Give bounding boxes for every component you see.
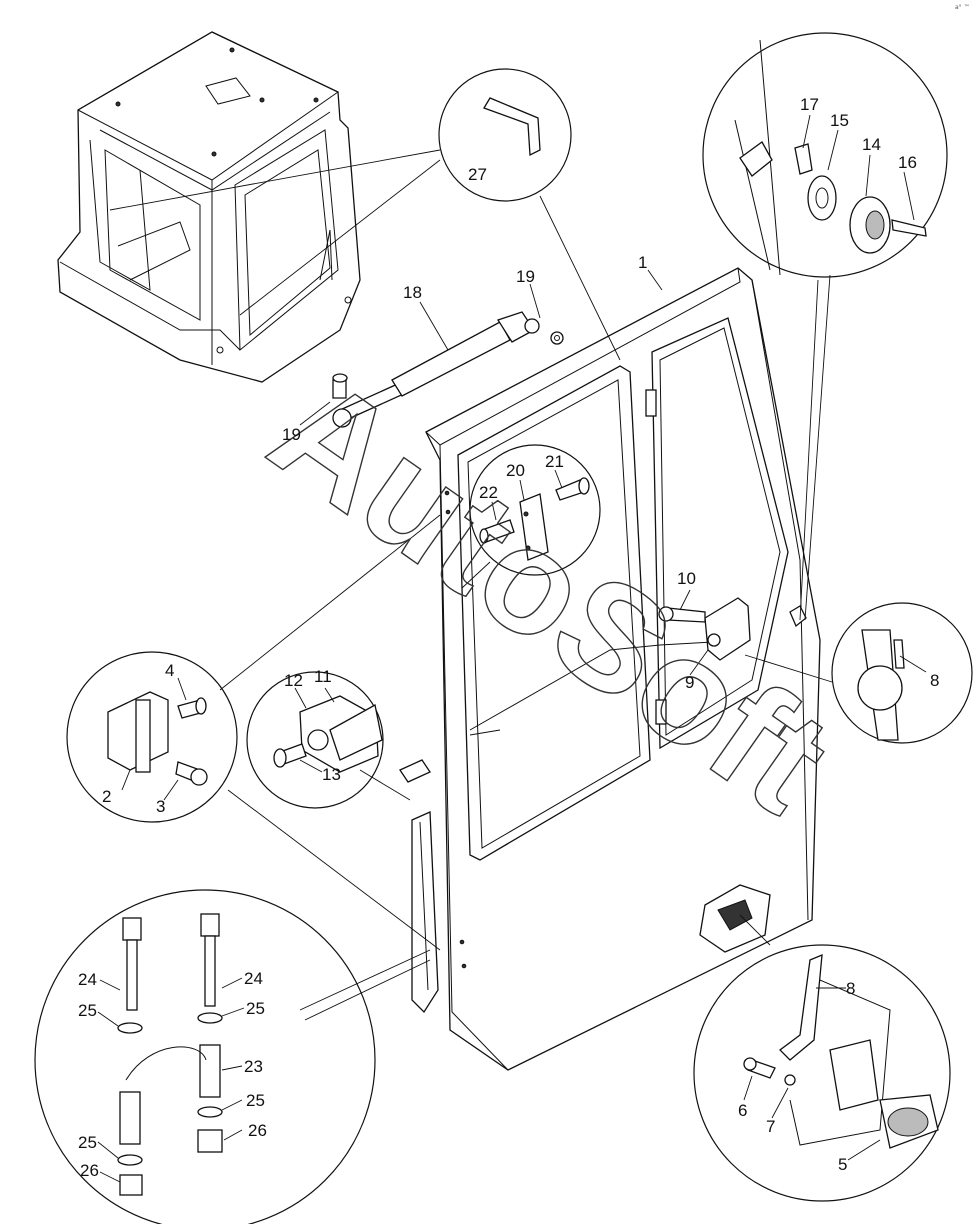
callout-17: 17 xyxy=(800,95,819,114)
callout-3: 3 xyxy=(156,797,165,816)
callout-leaders xyxy=(97,114,927,1183)
callout-21: 21 xyxy=(545,452,564,471)
callout-25-left-bottom: 25 xyxy=(78,1133,97,1152)
callout-19-lower: 19 xyxy=(282,425,301,444)
callout-24-left: 24 xyxy=(78,970,97,989)
callout-20: 20 xyxy=(506,461,525,480)
callout-8-upper: 8 xyxy=(930,671,939,690)
callout-4: 4 xyxy=(165,661,174,680)
detail-door-lock xyxy=(693,914,951,1202)
gas-strut xyxy=(332,311,564,428)
callout-25-right-bottom: 25 xyxy=(246,1091,265,1110)
callout-13: 13 xyxy=(322,765,341,784)
callout-25-right-top: 25 xyxy=(246,999,265,1018)
callout-10: 10 xyxy=(677,569,696,588)
callout-2: 2 xyxy=(102,787,111,806)
callout-11: 11 xyxy=(314,667,332,686)
detail-hinge-bushing xyxy=(702,32,948,621)
callout-6: 6 xyxy=(738,1101,747,1120)
callout-23: 23 xyxy=(244,1057,263,1076)
detail-handle-fixings xyxy=(34,889,431,1224)
detail-hex-key xyxy=(109,68,621,361)
callout-5: 5 xyxy=(838,1155,847,1174)
callout-26-left: 26 xyxy=(80,1161,99,1180)
cab-frame xyxy=(57,31,361,383)
callout-7: 7 xyxy=(766,1117,775,1136)
callout-18: 18 xyxy=(403,283,422,302)
callout-24-right: 24 xyxy=(244,969,263,988)
callout-8-lower: 8 xyxy=(846,979,855,998)
callout-labels: 1 2 3 4 5 6 7 8 8 9 10 11 12 13 14 15 16… xyxy=(78,95,939,1180)
callout-14: 14 xyxy=(862,135,881,154)
callout-22: 22 xyxy=(479,483,498,502)
detail-latch-rod xyxy=(744,602,973,744)
corner-mark: a° ™ xyxy=(955,4,970,11)
callout-15: 15 xyxy=(830,111,849,130)
callout-25-left-top: 25 xyxy=(78,1001,97,1020)
callout-16: 16 xyxy=(898,153,917,172)
detail-window-catch xyxy=(461,444,601,589)
callout-27: 27 xyxy=(468,165,487,184)
callout-26-right: 26 xyxy=(248,1121,267,1140)
callout-1: 1 xyxy=(638,253,647,272)
callout-9: 9 xyxy=(685,673,694,692)
detail-strut-mount xyxy=(246,671,411,809)
callout-19-upper: 19 xyxy=(516,267,535,286)
detail-door-hinge xyxy=(66,514,441,951)
callout-12: 12 xyxy=(284,671,303,690)
